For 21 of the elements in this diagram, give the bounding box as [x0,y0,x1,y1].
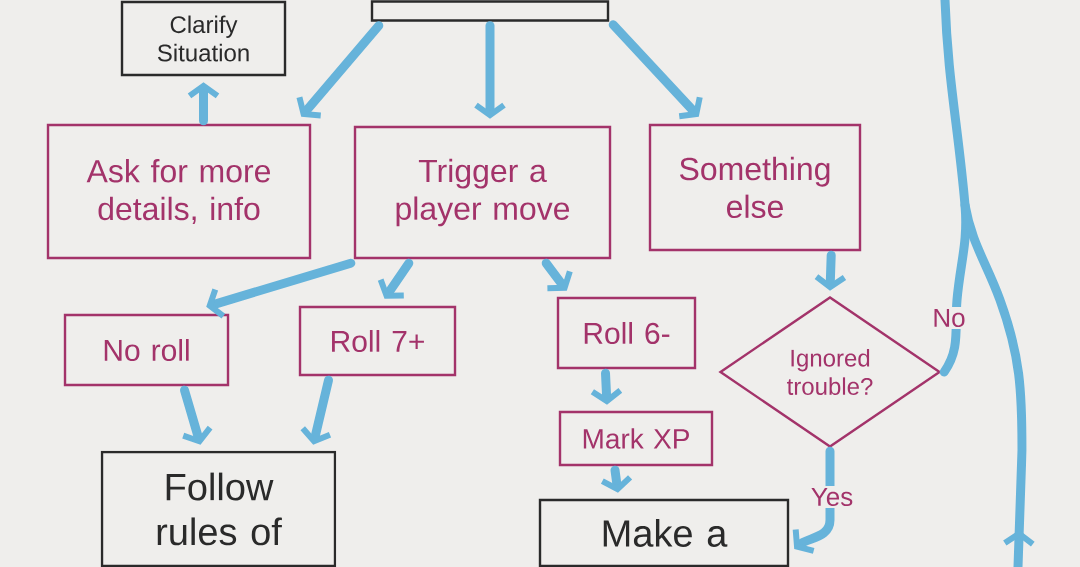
process-box [370,0,610,22]
connector-line [939,0,971,377]
process-box: Follow rules of [100,450,337,567]
arrow [300,375,333,445]
process-box: No roll [63,313,230,387]
process-box: Trigger a player move [353,125,612,260]
process-box: Roll 6- [556,296,697,370]
process-box: Clarify Situation [120,0,287,77]
arrow [474,21,506,119]
process-box: Something else [648,123,862,252]
arrow [206,258,356,319]
arrow [377,258,414,299]
edge-label: No [930,306,968,330]
arrow [792,446,835,554]
arrow [608,20,703,120]
process-box: Roll 7+ [298,305,457,377]
arrow [541,258,573,292]
process-box: Make a [538,498,790,567]
process-box: Mark XP [558,410,714,467]
arrow [296,21,384,119]
process-box: Ask for more details, info [46,123,312,260]
